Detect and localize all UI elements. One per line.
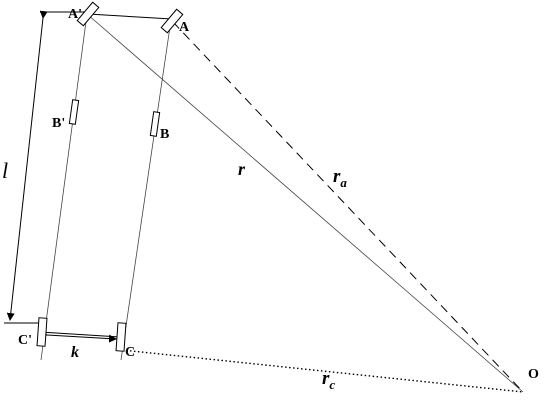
- left-rod: [40, 13, 88, 361]
- line-ra: [172, 21, 524, 393]
- block-b: [149, 111, 161, 137]
- block-c-prime: [36, 317, 48, 347]
- label-c: C: [125, 345, 135, 360]
- label-a-prime: A': [68, 7, 82, 22]
- label-k: k: [71, 344, 79, 361]
- label-c-prime: C': [18, 333, 32, 348]
- label-o: O: [528, 367, 539, 382]
- k-dimension-arrow: [39, 330, 117, 343]
- label-ra-sub: a: [340, 175, 347, 190]
- bottom-line-c-prime-c: [39, 331, 121, 338]
- label-b-prime: B': [52, 116, 65, 131]
- label-a: A: [179, 20, 190, 35]
- label-l: l: [2, 158, 8, 183]
- label-ra-main: r: [333, 166, 341, 187]
- label-r: r: [238, 159, 246, 179]
- label-b: B: [160, 127, 169, 142]
- label-rc: rc: [322, 368, 335, 392]
- block-b-prime: [68, 99, 80, 125]
- mirror-a: [160, 8, 184, 34]
- l-dimension-arrow: [6, 10, 48, 321]
- right-rod: [120, 19, 172, 361]
- block-c: [115, 322, 127, 352]
- label-rc-sub: c: [329, 377, 335, 392]
- line-r: [86, 13, 524, 393]
- label-ra: ra: [333, 166, 347, 190]
- label-rc-main: r: [322, 368, 330, 389]
- top-line-a-prime-a: [87, 13, 173, 20]
- mirror-a-prime: [76, 1, 100, 27]
